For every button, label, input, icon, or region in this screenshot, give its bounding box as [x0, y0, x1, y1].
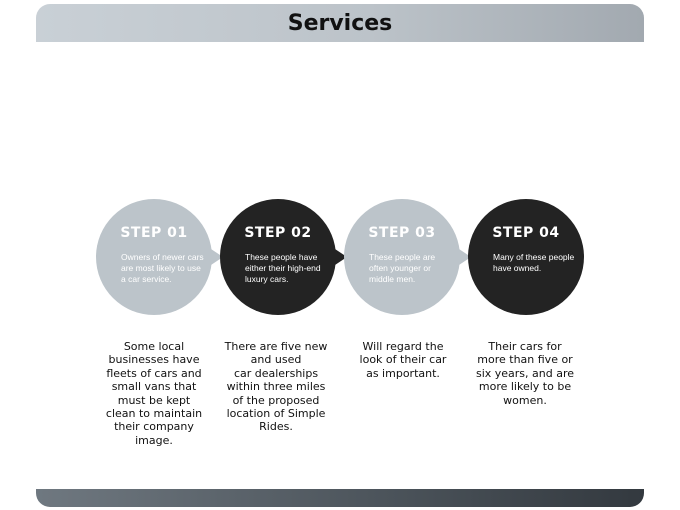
step-02-description: There are five new and used car dealersh…	[224, 340, 328, 434]
step-02-text: These people have either their high-end …	[245, 252, 321, 284]
step-01-description: Some local businesses have fleets of car…	[105, 340, 203, 447]
step-01-text: Owners of newer cars are most likely to …	[121, 252, 204, 284]
footer-bar	[36, 489, 644, 507]
page-title: Services	[287, 11, 393, 36]
step-01-label: STEP 01	[120, 225, 188, 241]
step-03-label: STEP 03	[368, 225, 436, 241]
step-04-text: Many of these people have owned.	[493, 252, 575, 273]
header-bar: Services	[36, 4, 644, 42]
step-02-circle: STEP 02 These people have either their h…	[220, 199, 347, 315]
step-04-circle: STEP 04 Many of these people have owned.	[468, 199, 584, 315]
step-03-description: Will regard the look of their car as imp…	[359, 340, 447, 380]
step-04-description: Their cars for more than five or six yea…	[475, 340, 575, 407]
step-02-label: STEP 02	[244, 225, 312, 241]
step-03-circle: STEP 03 These people are often younger o…	[344, 199, 471, 315]
step-04-label: STEP 04	[492, 225, 560, 241]
step-01-circle: STEP 01 Owners of newer cars are most li…	[96, 199, 223, 315]
step-03-text: These people are often younger or middle…	[369, 252, 436, 284]
